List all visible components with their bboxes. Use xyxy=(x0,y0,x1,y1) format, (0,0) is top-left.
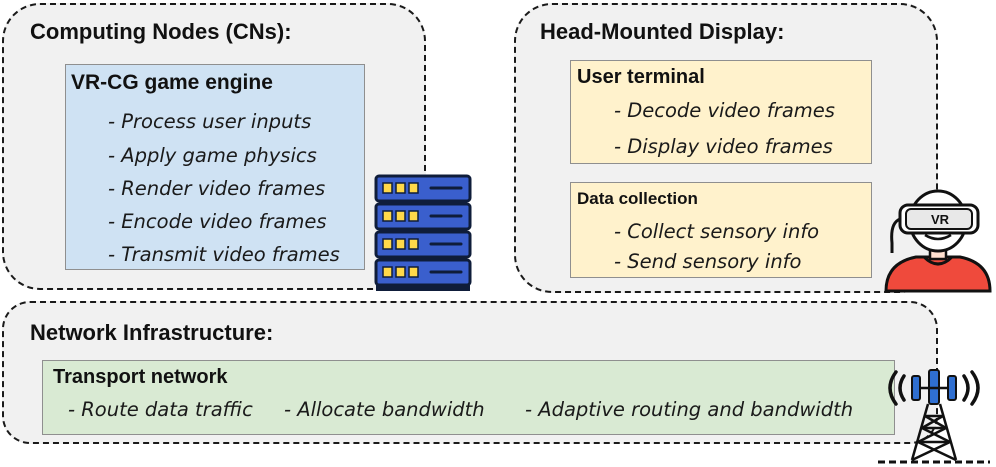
transport-task: - Allocate bandwidth xyxy=(284,398,485,421)
transport-network-box xyxy=(42,360,895,435)
terminal-task: - Display video frames xyxy=(614,135,833,158)
transport-task: - Adaptive routing and bandwidth xyxy=(525,398,854,421)
computing-nodes-title: Computing Nodes (CNs): xyxy=(30,19,292,44)
collection-task: - Collect sensory info xyxy=(614,220,820,243)
user-terminal-box xyxy=(570,60,872,164)
engine-task: - Process user inputs xyxy=(108,110,312,133)
game-engine-title: VR-CG game engine xyxy=(71,71,273,94)
hmd-title: Head-Mounted Display: xyxy=(540,19,785,44)
data-collection-box xyxy=(570,182,872,278)
engine-task: - Apply game physics xyxy=(108,144,317,167)
cell-tower-icon xyxy=(878,369,990,464)
engine-task: - Encode video frames xyxy=(108,210,327,233)
engine-task: - Render video frames xyxy=(108,177,326,200)
collection-task: - Send sensory info xyxy=(614,250,802,273)
vr-headset-label: VR xyxy=(931,212,950,227)
server-rack-icon xyxy=(374,174,472,291)
data-collection-title: Data collection xyxy=(577,189,698,208)
user-terminal-title: User terminal xyxy=(577,66,705,88)
engine-task: - Transmit video frames xyxy=(108,243,340,266)
game-engine-box xyxy=(65,64,365,270)
network-infrastructure-title: Network Infrastructure: xyxy=(30,320,274,345)
transport-network-title: Transport network xyxy=(53,366,228,388)
transport-task: - Route data traffic xyxy=(68,398,253,421)
terminal-task: - Decode video frames xyxy=(614,99,835,122)
vr-user-icon: VR xyxy=(884,189,992,293)
